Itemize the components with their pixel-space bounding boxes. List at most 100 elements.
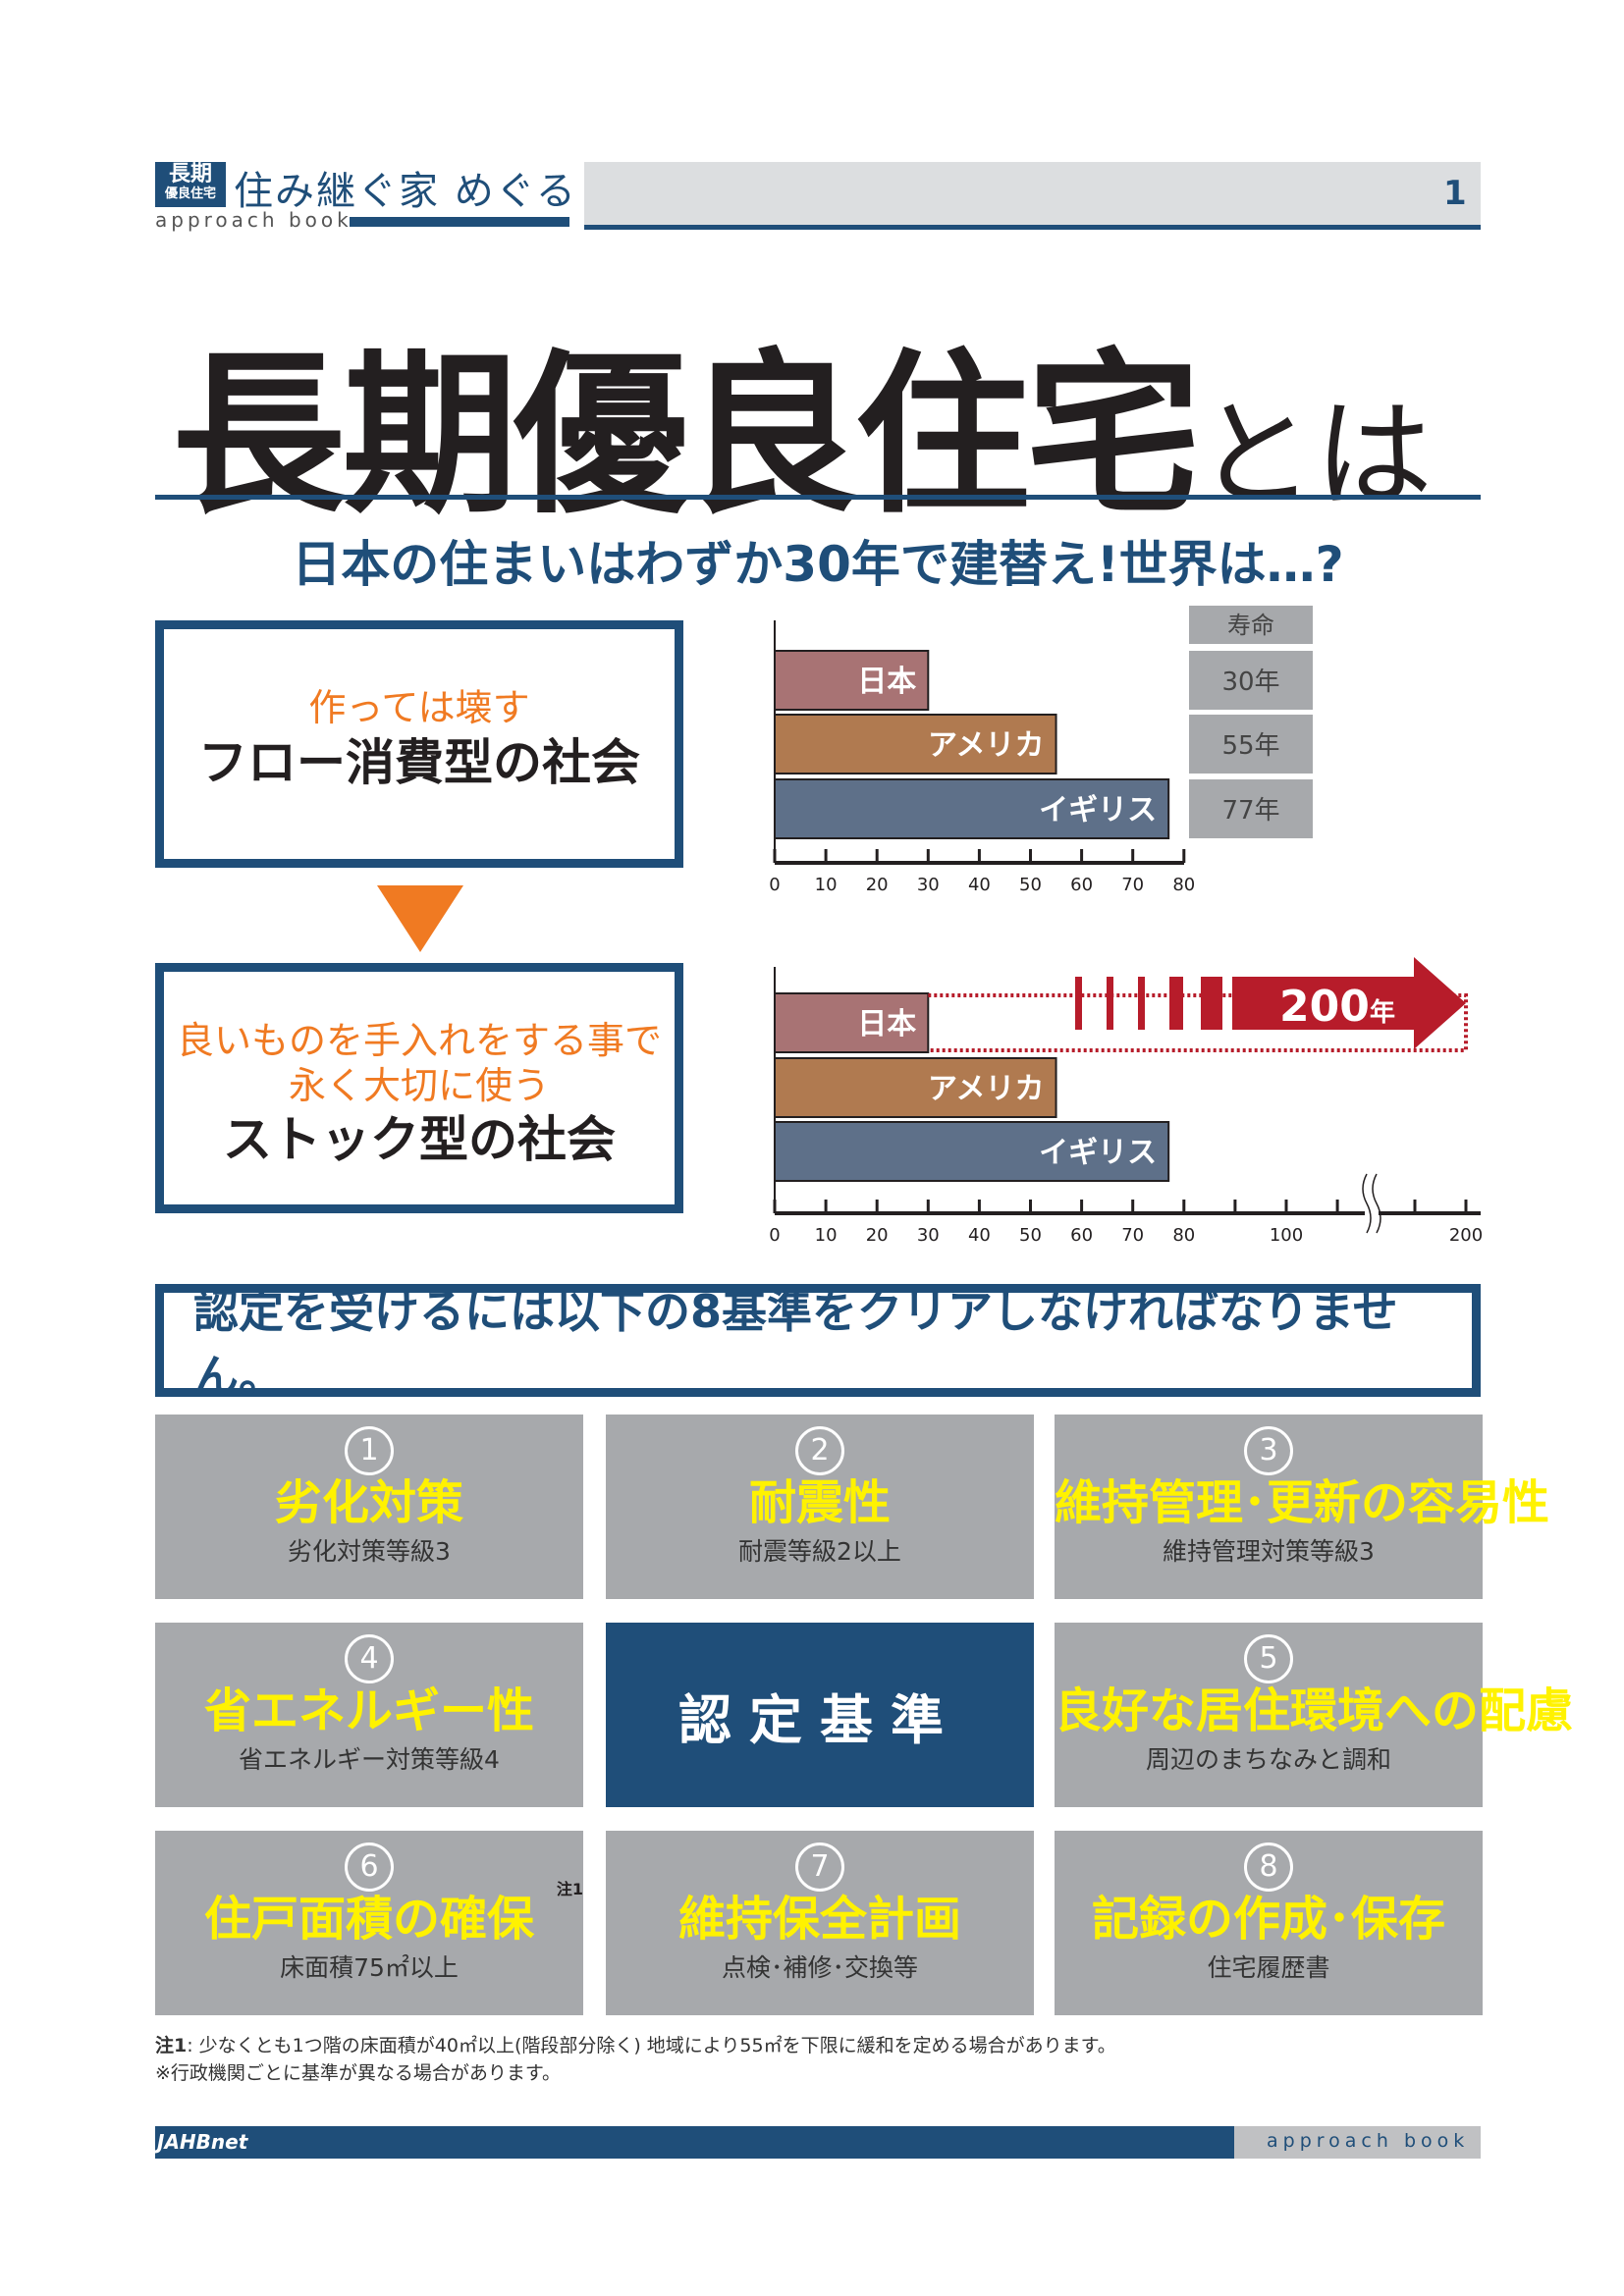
title-rule [155,495,1481,500]
x-tick-label: 0 [769,875,780,895]
sub-brand: approach book [155,208,352,232]
arrow-dash [1138,977,1145,1030]
criterion-title: 耐震性 [606,1475,1034,1532]
criterion-title-text: 維持管理･更新の容易性 [1055,1475,1550,1530]
footer-bar [155,2126,1234,2159]
target-dotted-outline [928,993,1468,1052]
target-unit: 年 [1370,997,1395,1028]
x-tick-label: 60 [1070,1225,1093,1246]
page-title: 長期優良住宅とは [172,294,1433,547]
lifespan-cell [1189,715,1313,774]
lifespan-cell [1189,779,1313,838]
criterion-subtitle: 維持管理対策等級3 [1163,1536,1375,1566]
header-rule [584,225,1481,230]
x-tick-label: 200 [1449,1225,1483,1246]
x-tick-label: 60 [1070,875,1093,895]
note-1-label: 注1 [155,2035,188,2056]
criterion-subtitle: 省エネルギー対策等級4 [239,1744,500,1774]
note-1: 注1: 少なくとも1つ階の床面積が40㎡以上(階段部分除く) 地域により55㎡を… [155,2032,1116,2059]
lifespan-header-cell [1189,606,1313,644]
logo-line-1: 長期 [168,162,212,187]
bar-2 [774,778,1170,839]
axis-break-mark [1372,1173,1381,1234]
stock-orange-text-2: 永く大切に使う [288,1063,550,1107]
page-number: 1 [1443,174,1467,213]
bar-label: 日本 [857,1007,916,1041]
subtitle: 日本の住まいはわずか30年で建替え!世界は…? [292,536,1344,593]
note-1-text: : 少なくとも1つ階の床面積が40㎡以上(階段部分除く) 地域により55㎡を下限… [187,2035,1116,2056]
criterion-title: 記録の作成･保存 [1055,1892,1483,1949]
criterion-number: 4 [345,1634,394,1683]
bar-label: アメリカ [928,1072,1045,1106]
criterion-title-text: 省エネルギー性 [203,1683,534,1738]
criterion-subtitle: 耐震等級2以上 [738,1536,901,1566]
brand-name: 住み継ぐ家 めぐる [234,169,577,214]
criterion-subtitle: 周辺のまちなみと調和 [1145,1744,1391,1774]
flow-orange-text: 作っては壊す [308,686,530,729]
x-tick-label: 80 [1172,875,1195,895]
bar-2 [774,1121,1170,1182]
note-2: ※行政機関ごとに基準が異なる場合があります。 [155,2062,562,2084]
criterion-title-text: 耐震性 [748,1475,891,1530]
criterion-title-text: 記録の作成･保存 [1091,1892,1445,1947]
stock-orange-text-1: 良いものを手入れをする事で [176,1019,662,1062]
criterion-number: 3 [1244,1426,1293,1475]
arrow-dash [1075,977,1082,1030]
x-tick-label: 50 [1019,875,1042,895]
center-label: 認定基準 [606,1623,1034,1807]
criterion-subtitle: 住宅履歴書 [1207,1952,1330,1982]
footer-label-bg [1234,2126,1481,2159]
bar-label: アメリカ [928,728,1045,763]
stock-black-text: ストック型の社会 [223,1111,616,1169]
x-tick-label: 40 [968,1225,991,1246]
logo-badge: 長期 優良住宅 [155,162,226,207]
bar-0 [774,992,930,1053]
x-tick-label: 30 [917,875,940,895]
arrow-dash [1107,977,1113,1030]
criterion-title: 劣化対策 [155,1475,583,1532]
x-tick-label: 50 [1019,1225,1042,1246]
bar-label: イギリス [1039,1136,1157,1170]
arrow-dash [1169,977,1183,1030]
bar-label: イギリス [1039,793,1157,828]
x-tick-label: 20 [866,1225,889,1246]
criterion-title: 住戸面積の確保注1 [155,1880,583,1949]
lifespan-header: 寿命 [1227,612,1274,639]
lifespan-value: 77年 [1221,796,1279,826]
criterion-title: 維持保全計画 [606,1892,1034,1949]
bar-0 [774,650,930,711]
criterion-subtitle: 劣化対策等級3 [288,1536,451,1566]
lifespan-value: 55年 [1221,731,1279,761]
footnotes: 注1: 少なくとも1つ階の床面積が40㎡以上(階段部分除く) 地域により55㎡を… [155,2032,1116,2087]
down-arrow-icon [377,885,463,952]
criterion-number: 1 [345,1426,394,1475]
criterion-title-text: 劣化対策 [274,1475,463,1530]
footer-logo: JAHBnet [157,2130,248,2154]
criterion-title: 省エネルギー性 [155,1683,583,1740]
x-tick-label: 20 [866,875,889,895]
stock-society-box: 良いものを手入れをする事で 永く大切に使う ストック型の社会 [155,963,683,1213]
criterion-subtitle: 点検･補修･交換等 [721,1952,918,1982]
criterion-number: 2 [795,1426,844,1475]
criterion-number: 7 [795,1842,844,1892]
flow-society-box: 作っては壊す フロー消費型の社会 [155,620,683,868]
criterion-number: 5 [1244,1634,1293,1683]
bar-1 [774,1057,1057,1118]
requirements-heading: 認定を受けるには以下の8基準をクリアしなければなりません。 [155,1284,1481,1403]
x-tick-label: 80 [1172,1225,1195,1246]
criterion-number: 8 [1244,1842,1293,1892]
criterion-number: 6 [345,1842,394,1892]
footer-label: approach book [1267,2130,1470,2152]
arrow-dash [1201,977,1222,1030]
